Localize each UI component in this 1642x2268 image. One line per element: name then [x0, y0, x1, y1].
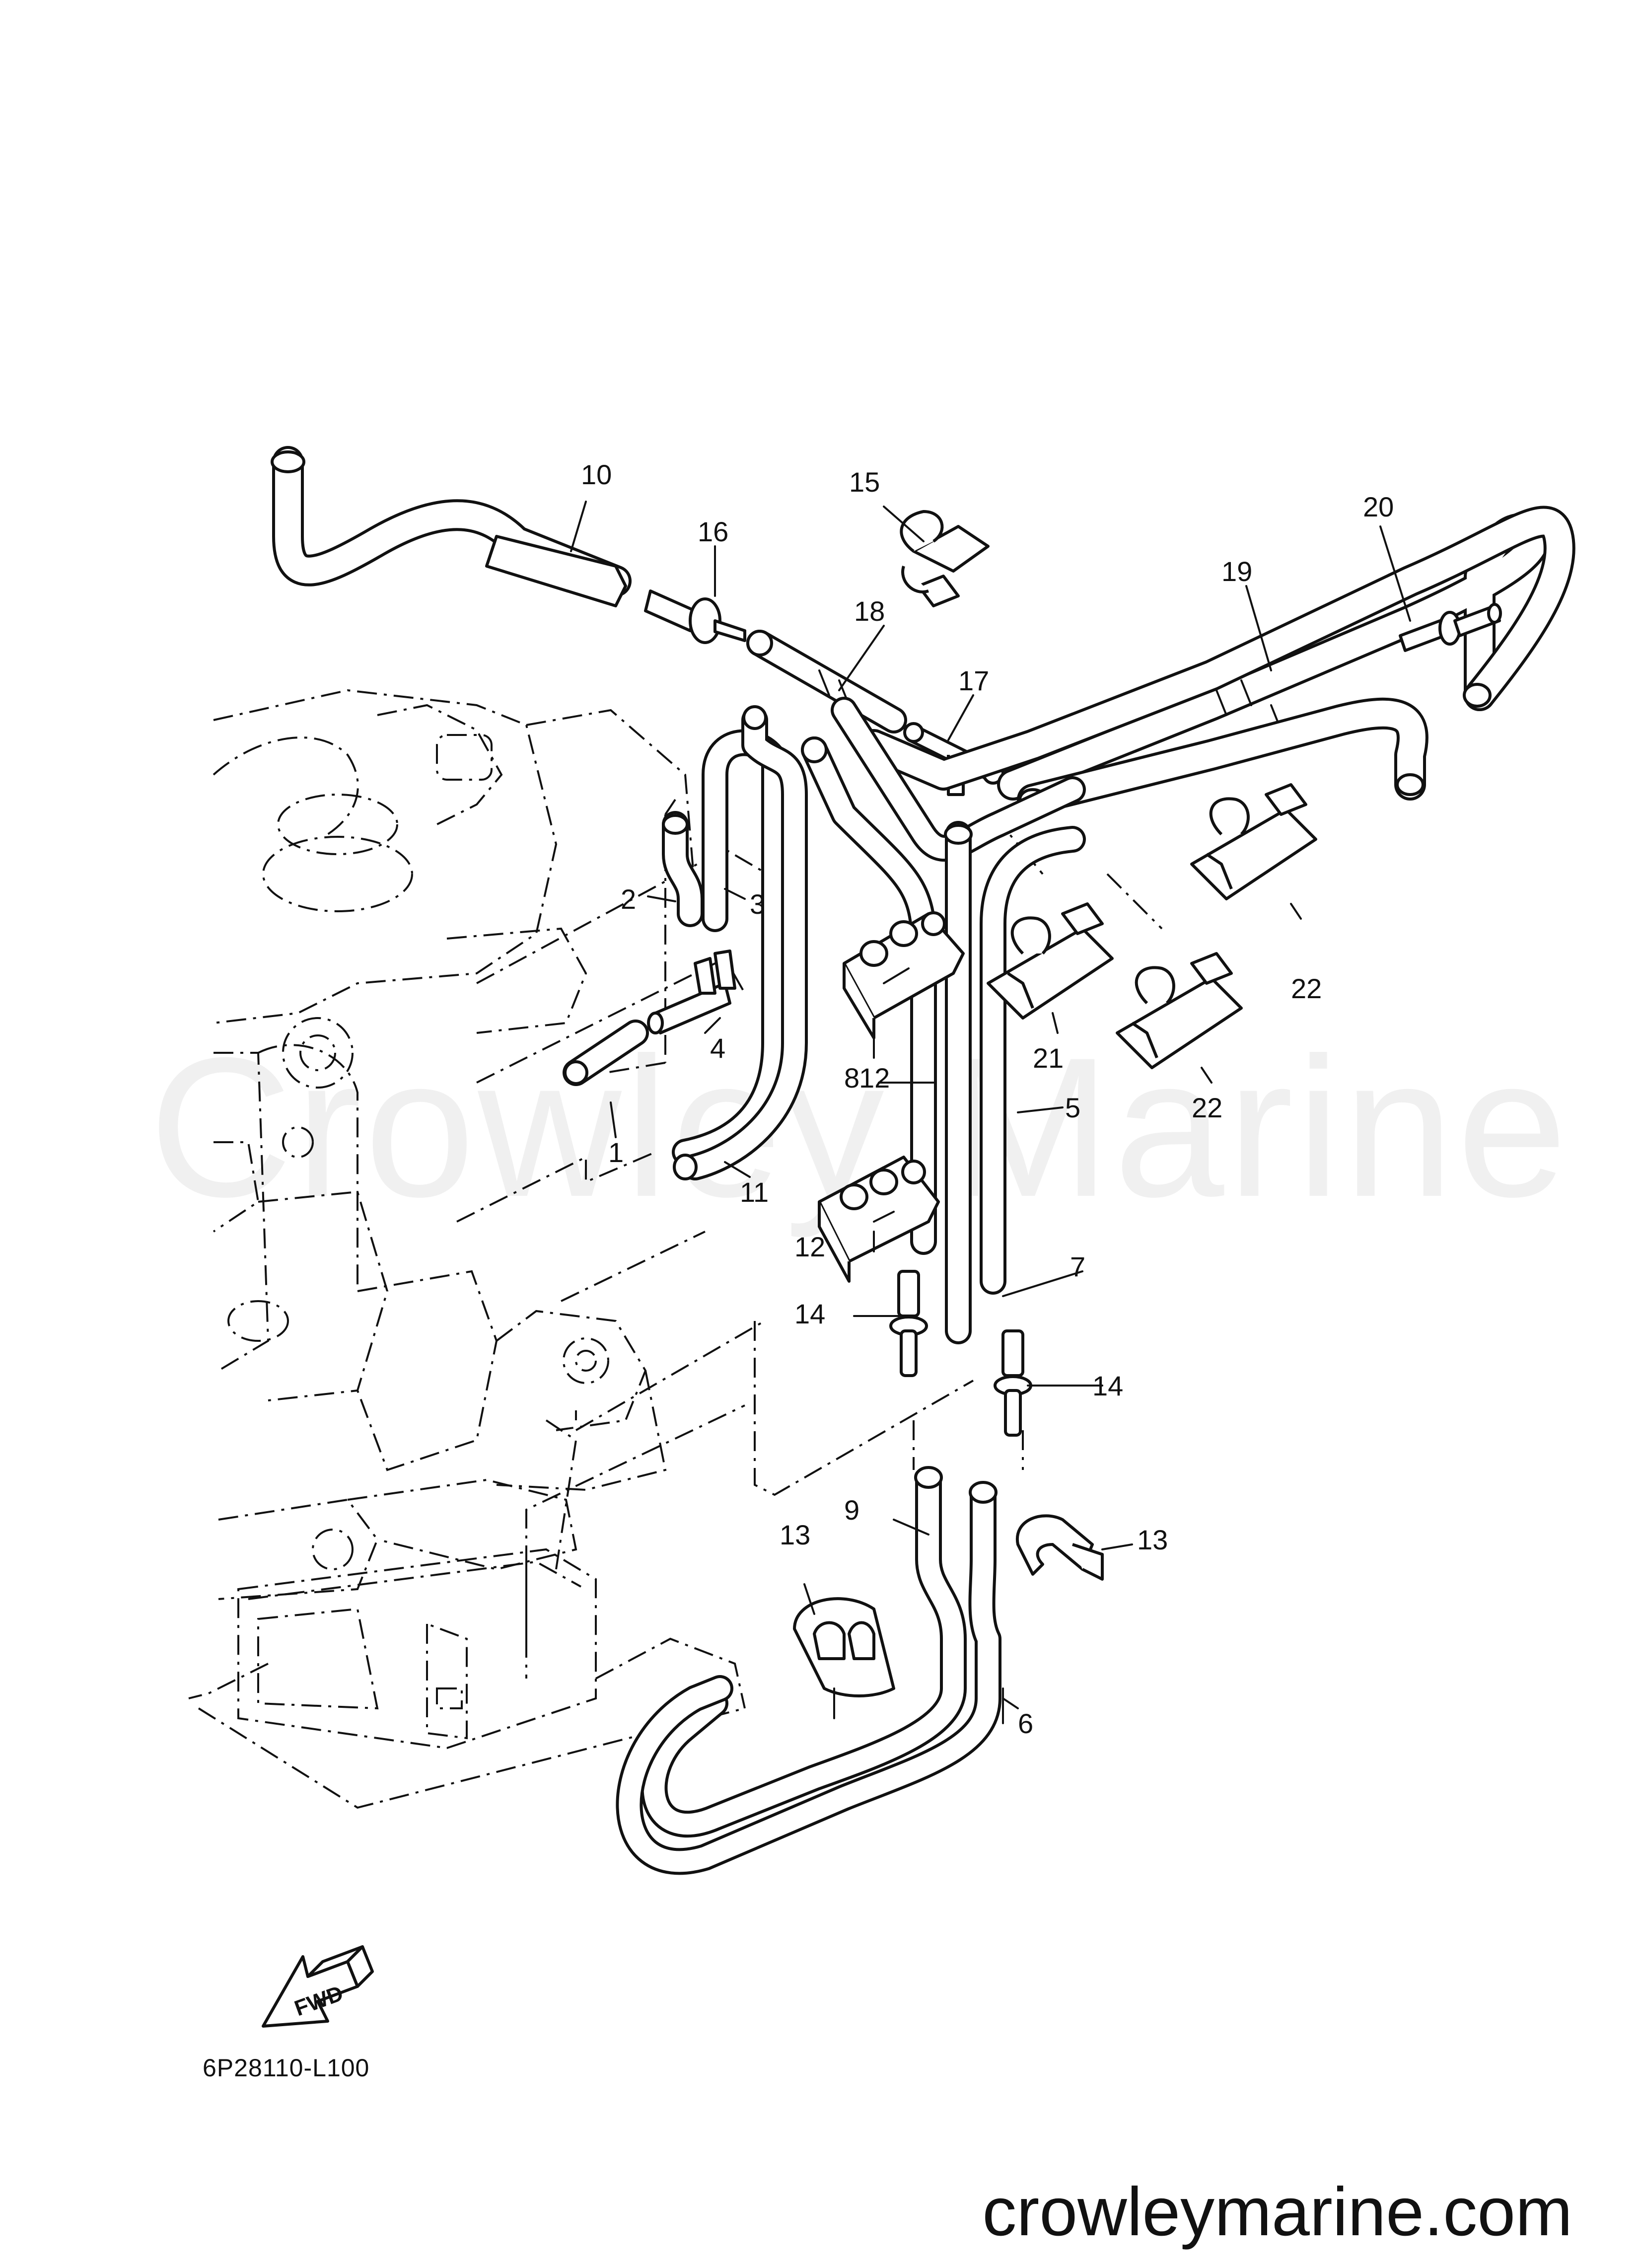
callout-3: 3: [750, 888, 765, 920]
hose-2: [662, 811, 704, 927]
clamp-13-right: [1015, 1514, 1104, 1581]
callout-4: 4: [710, 1032, 725, 1064]
drawing-code: 6P28110-L100: [203, 2054, 370, 2082]
hose-1: [563, 1020, 649, 1086]
callout-16: 16: [698, 516, 728, 547]
engine-block: [213, 689, 696, 1600]
hose-19: [858, 506, 1575, 801]
callout-7: 7: [1070, 1251, 1085, 1282]
hose-9: [641, 1466, 967, 1838]
clamp-12-upper: [843, 911, 965, 1039]
callout-15: 15: [849, 466, 880, 498]
callout-10: 10: [581, 459, 612, 490]
canister: [188, 1419, 746, 1809]
site-url: crowleymarine.com: [982, 2174, 1572, 2250]
hose-6: [616, 1481, 1001, 1875]
callout-14-left: 14: [794, 1298, 825, 1329]
connector-14-right: [994, 1329, 1032, 1437]
callout-12-lower: 12: [794, 1231, 825, 1262]
callout-21: 21: [1033, 1042, 1064, 1074]
callout-labels: 1 2 3 4 5 6 7 8 9 10 11 12 12 13 13 14 1…: [581, 459, 1394, 1739]
connector-16: [644, 589, 746, 644]
clamp-13-center: [793, 1597, 895, 1697]
callout-20: 20: [1363, 491, 1394, 522]
clamp-12-lower: [818, 1156, 940, 1283]
callout-11: 11: [740, 1176, 769, 1208]
hose-8: [944, 821, 973, 1344]
callout-9: 9: [844, 1494, 859, 1526]
callout-17: 17: [958, 665, 989, 696]
callout-18: 18: [854, 595, 885, 627]
hose-11: [673, 705, 808, 1180]
connector-14-left: [889, 1270, 928, 1377]
callout-6: 6: [1018, 1708, 1033, 1739]
clamp-22-left: [1116, 952, 1243, 1069]
hose-3-loop: [672, 729, 788, 1166]
callout-22-lower: 22: [1192, 1092, 1222, 1123]
connector-20: [1399, 603, 1502, 652]
clamp-21: [987, 902, 1114, 1020]
callout-2: 2: [621, 883, 636, 915]
callout-19: 19: [1221, 556, 1252, 587]
leader-lines: [570, 501, 1411, 1724]
callout-14-right: 14: [1092, 1370, 1123, 1401]
callout-12-upper: 12: [859, 1062, 890, 1094]
callout-13-center: 13: [780, 1519, 810, 1550]
hose-10: [271, 446, 632, 607]
clamp-22-right: [1190, 783, 1317, 900]
fwd-arrow-icon: FWD: [262, 1945, 374, 2028]
routing-lines: [456, 724, 1163, 1639]
callout-13-right: 13: [1137, 1524, 1168, 1555]
joint-4: [647, 950, 736, 1034]
hose-18: [746, 630, 907, 733]
hose-loop-right: [1017, 697, 1428, 815]
clamp-15: [900, 510, 990, 607]
callout-5: 5: [1065, 1092, 1080, 1123]
callout-8: 8: [844, 1062, 859, 1094]
callout-1: 1: [608, 1137, 624, 1168]
callout-22-upper: 22: [1291, 973, 1322, 1004]
